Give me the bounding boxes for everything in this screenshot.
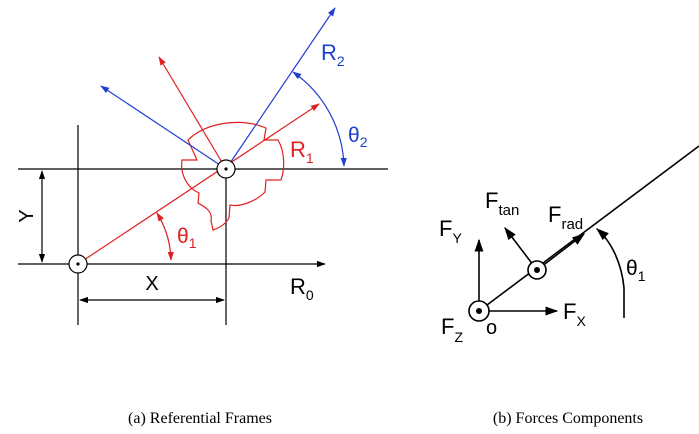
frad-force-arrow	[536, 233, 586, 271]
link-line	[478, 145, 699, 312]
theta1-label: θ1	[177, 225, 197, 251]
frad-label: Frad	[548, 202, 583, 233]
fy-label: FY	[439, 216, 462, 246]
ftan-label: Ftan	[485, 188, 519, 219]
theta1-force-label: θ1	[626, 257, 646, 284]
y-dimension-label: Y	[16, 209, 38, 222]
caption-b: (b) Forces Components	[493, 410, 643, 427]
x-dimension-label: X	[145, 273, 158, 295]
rotation-joint-center	[224, 167, 228, 171]
origin-o-label: o	[486, 317, 497, 339]
gear-part-outline	[181, 121, 285, 231]
r2-normal-axis	[100, 85, 227, 170]
theta1-force-angle-arc	[596, 228, 625, 318]
r1-normal-axis	[158, 56, 227, 170]
fx-label: FX	[563, 299, 586, 329]
r1-long-axis	[77, 103, 320, 265]
theta2-angle-arc	[292, 71, 347, 167]
caption-a: (a) Referential Frames	[128, 410, 272, 427]
fz-label: FZ	[441, 314, 463, 345]
force-application-center	[534, 267, 540, 273]
r0-label: R0	[290, 274, 314, 303]
origin-joint-center	[76, 262, 80, 266]
force-origin-center	[476, 308, 482, 314]
r1-label: R1	[290, 137, 314, 166]
r2-label: R2	[321, 40, 345, 69]
theta1-angle-arc	[156, 212, 174, 261]
panel-a-referential-frames: Y X R0 R1 R2 θ1 θ2 (a) Referential Frame…	[16, 7, 388, 427]
r2-long-axis	[225, 7, 336, 170]
theta2-label: θ2	[348, 124, 368, 150]
panel-b-forces-components: FY Ftan Frad FX FZ o θ1 (b) Forces Compo…	[439, 145, 699, 427]
